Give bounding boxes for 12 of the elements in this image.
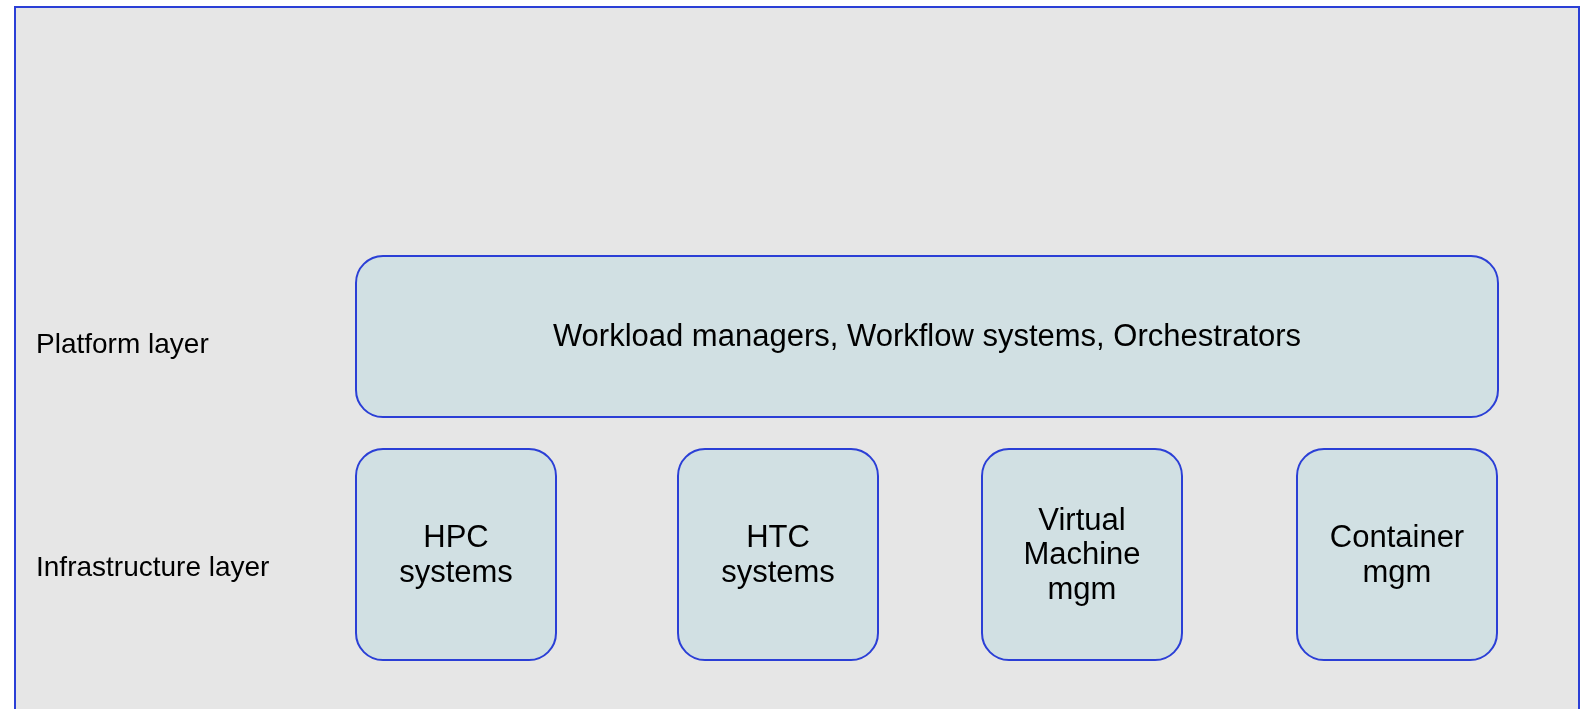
layer-box bbox=[355, 448, 557, 661]
box-label: Virtual Machine mgm bbox=[1022, 503, 1142, 606]
box-label: HTC systems bbox=[720, 520, 836, 589]
layer-label: Platform layer bbox=[36, 328, 209, 360]
layer-box bbox=[355, 255, 1499, 418]
layer-box bbox=[677, 448, 879, 661]
layer-label: Infrastructure layer bbox=[36, 551, 270, 583]
box-label: HPC systems bbox=[398, 520, 514, 589]
layer-box bbox=[1296, 448, 1498, 661]
box-label: Workload managers, Workflow systems, Orchestrators bbox=[552, 319, 1302, 354]
layer-box bbox=[981, 448, 1183, 661]
box-label: Container mgm bbox=[1328, 520, 1466, 589]
